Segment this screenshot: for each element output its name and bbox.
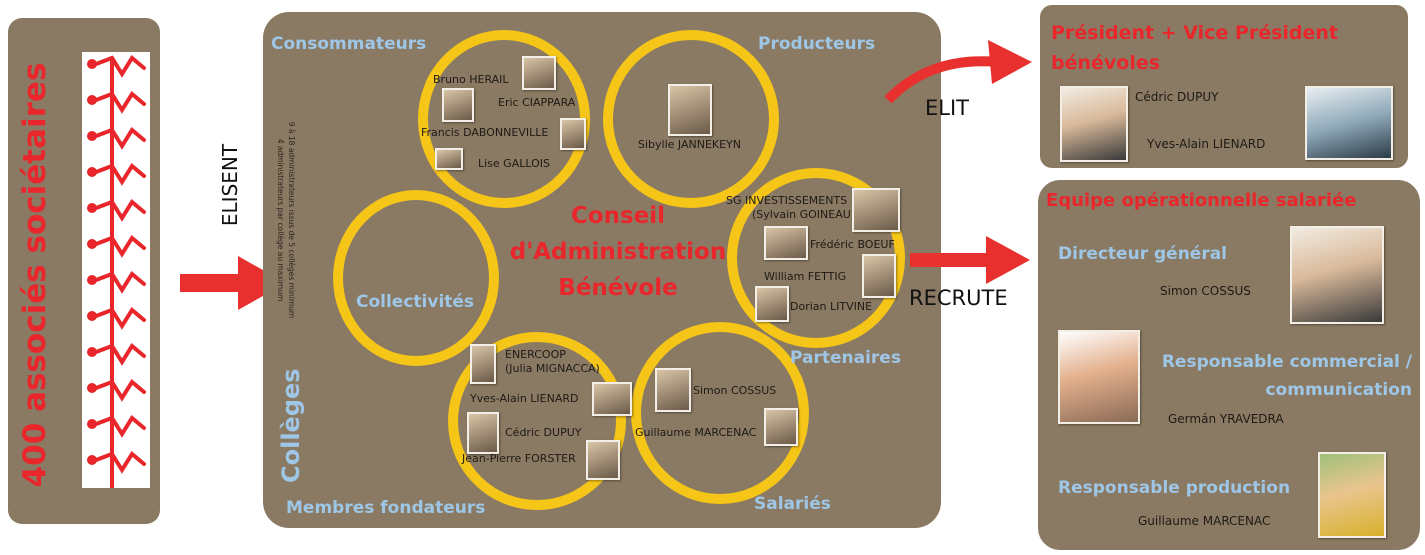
- avatar-boeuf: [764, 226, 808, 260]
- role-title-line: Responsable production: [1058, 478, 1291, 498]
- avatar-marcenac-small: [764, 408, 798, 446]
- avatar-jannekeyn: [668, 84, 712, 136]
- role-title-line: Responsable commercial /: [1161, 352, 1412, 372]
- partenaires-label: Partenaires: [790, 348, 901, 368]
- role-title: Responsable commercial / communication: [1150, 348, 1412, 404]
- president-title-line-2: bénévoles: [1051, 52, 1161, 74]
- member-name: Dorian LITVINE: [790, 300, 873, 313]
- collectivites-label: Collectivités: [356, 292, 475, 312]
- president-name: Cédric DUPUY: [1135, 90, 1219, 104]
- member-name: (Julia MIGNACCA): [505, 362, 600, 375]
- avatar-litvine: [755, 286, 789, 322]
- avatar-herail: [522, 56, 556, 90]
- ring-partenaires: [727, 168, 905, 348]
- college-note-line-1: 9 à 18 administrateurs issus de 5 collèg…: [287, 121, 296, 319]
- member-name: SG INVESTISSEMENTS: [726, 194, 848, 207]
- avatar-forster: [586, 440, 620, 480]
- president-title-line-1: Président + Vice Président: [1051, 22, 1338, 44]
- member-name: Eric CIAPPARA: [498, 96, 576, 109]
- producteurs-label: Producteurs: [758, 34, 876, 54]
- member-name: Jean-Pierre FORSTER: [462, 452, 576, 465]
- ring-collectivites: [333, 190, 499, 366]
- avatar-cossus-small: [655, 368, 691, 412]
- ring-producteurs: [603, 30, 779, 208]
- board-title-line-2: d'Administration: [509, 239, 727, 265]
- avatar-goineau: [852, 188, 900, 232]
- member-name: Francis DABONNEVILLE: [421, 126, 549, 139]
- recrute-label: RECRUTE: [909, 286, 1008, 310]
- staff-title: Equipe opérationnelle salariée: [1046, 190, 1357, 211]
- board-title-line-1: Conseil: [570, 203, 666, 229]
- elisent-label: ELISENT: [218, 143, 242, 227]
- college-note-line-2: 4 administrateurs par collège au maximum: [276, 138, 285, 302]
- role-title-line: communication: [1265, 380, 1412, 400]
- member-name: William FETTIG: [764, 270, 847, 283]
- avatar-marcenac: [1318, 452, 1386, 538]
- role-title-line: Directeur général: [1058, 244, 1228, 264]
- member-name: Simon COSSUS: [693, 384, 777, 397]
- president-title: Président + Vice Président bénévoles: [1051, 18, 1338, 78]
- vice-president-name: Yves-Alain LIENARD: [1147, 137, 1266, 151]
- avatar-mignacca: [470, 344, 496, 384]
- consommateurs-label: Consommateurs: [271, 34, 427, 54]
- avatar-gallois: [435, 148, 463, 170]
- salaries-label: Salariés: [754, 494, 831, 514]
- role-name: Germán YRAVEDRA: [1168, 412, 1284, 426]
- role-name: Guillaume MARCENAC: [1138, 514, 1271, 528]
- avatar-dupuy: [1060, 86, 1128, 162]
- avatar-lienard: [1305, 86, 1393, 160]
- membres-fondateurs-label: Membres fondateurs: [286, 498, 486, 518]
- people-chain-strip: [82, 52, 150, 490]
- member-name: Lise GALLOIS: [478, 157, 550, 170]
- member-name: ENERCOOP: [505, 348, 566, 361]
- avatar-dabonneville: [560, 118, 586, 150]
- member-name: Yves-Alain LIENARD: [470, 392, 579, 405]
- elit-label: ELIT: [925, 96, 969, 120]
- member-name: Sibylle JANNEKEYN: [638, 138, 742, 151]
- college-note: 9 à 18 administrateurs issus de 5 collèg…: [273, 65, 297, 375]
- role-name: Simon COSSUS: [1160, 284, 1251, 298]
- avatar-fettig: [862, 254, 896, 298]
- recrute-arrow: [910, 236, 1030, 284]
- member-name: Guillaume MARCENAC: [635, 426, 757, 439]
- board-title-line-3: Bénévole: [558, 275, 678, 301]
- avatar-dupuy-small: [467, 412, 499, 454]
- avatar-ciappara: [442, 88, 474, 122]
- member-name: (Sylvain GOINEAU): [752, 208, 856, 221]
- role-title: Responsable production: [1058, 478, 1290, 498]
- ring-membres-fondateurs: [448, 332, 626, 510]
- board-title: Conseil d'Administration Bénévole: [478, 198, 758, 306]
- colleges-label: Collèges: [277, 368, 305, 483]
- elit-arrow: [884, 40, 1032, 104]
- member-name: Cédric DUPUY: [505, 426, 582, 439]
- ring-salaries: [631, 322, 809, 504]
- avatar-yravedra: [1058, 330, 1140, 424]
- role-title: Directeur général: [1058, 244, 1227, 264]
- member-name: Frédéric BOEUF: [810, 238, 895, 251]
- associates-title: 400 associés sociétaires: [17, 62, 53, 488]
- avatar-lienard-small: [592, 382, 632, 416]
- avatar-cossus: [1290, 226, 1384, 324]
- member-name: Bruno HERAIL: [433, 73, 509, 86]
- elisent-arrow: [180, 256, 286, 310]
- people-chain-icon: [87, 54, 146, 490]
